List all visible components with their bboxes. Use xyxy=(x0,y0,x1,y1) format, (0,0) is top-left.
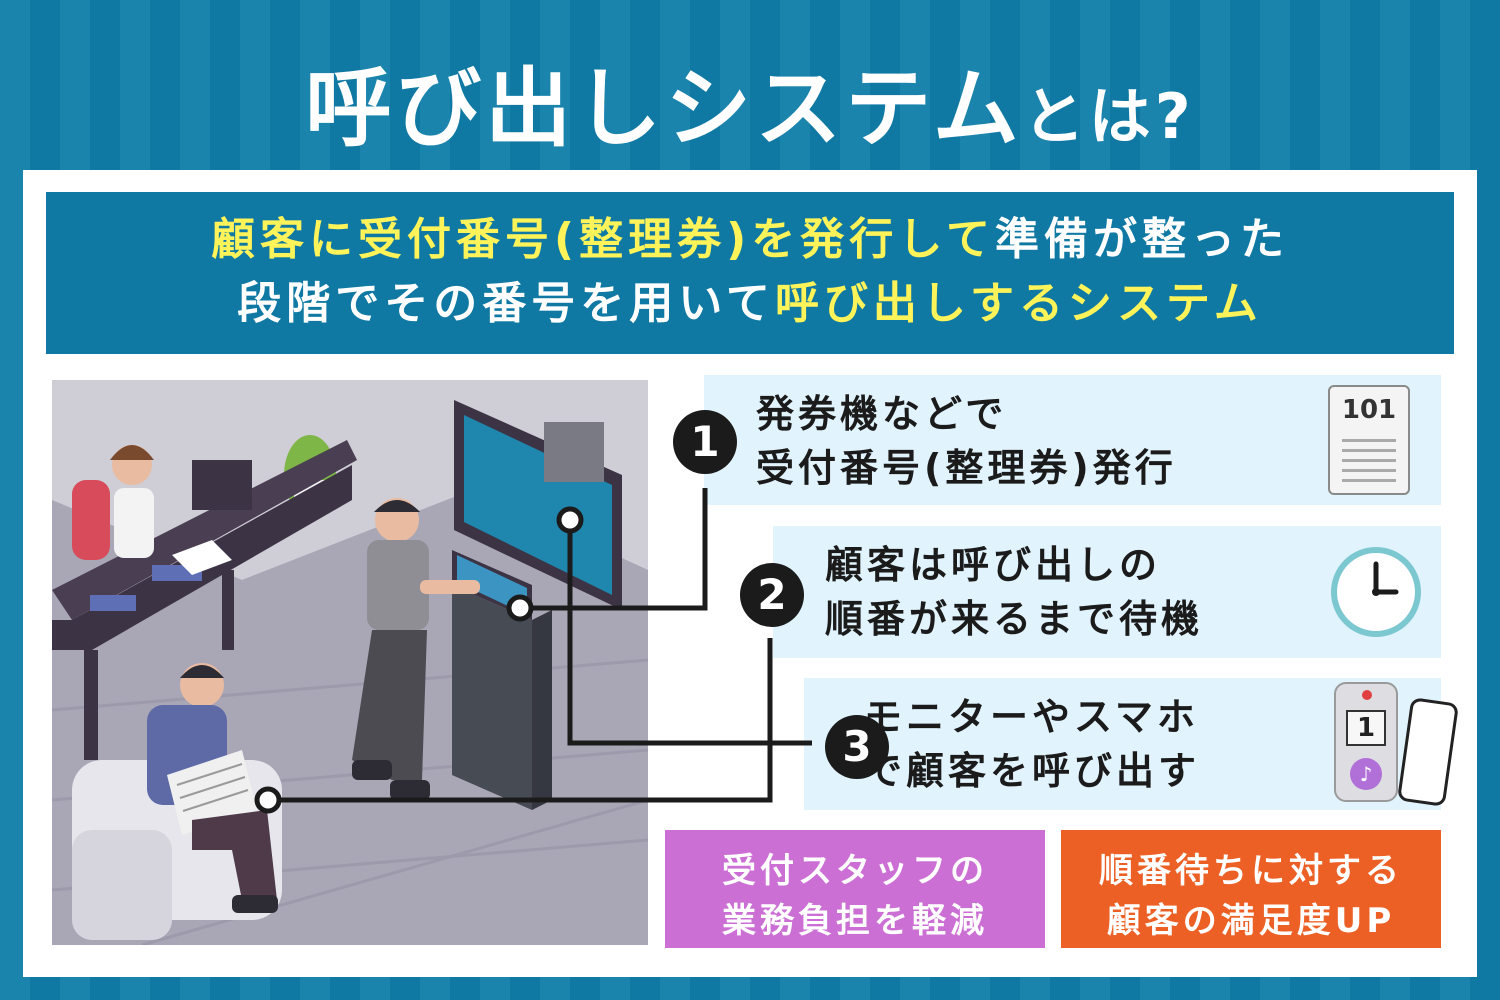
step-2-number: 2 xyxy=(740,563,804,627)
step-1-line-1: 発券機などで xyxy=(756,392,1008,436)
benefit-1-line-1: 受付スタッフの xyxy=(722,851,988,891)
banner-highlight-1: 顧客に受付番号(整理券)を発行して xyxy=(211,214,995,265)
title-main: 呼び出しシステム xyxy=(305,59,1023,159)
step-2-line-2: 順番が来るまで待機 xyxy=(825,597,1204,641)
content-panel: 顧客に受付番号(整理券)を発行して準備が整った 段階でその番号を用いて呼び出しす… xyxy=(23,170,1477,977)
title-suffix: とは? xyxy=(1022,80,1195,153)
banner-line-2: 段階でその番号を用いて呼び出しするシステム xyxy=(46,272,1454,336)
step-2: 顧客は呼び出しの 順番が来るまで待機 xyxy=(773,526,1441,658)
step-2-line-1: 顧客は呼び出しの xyxy=(825,543,1162,587)
banner-text-1: 準備が整った xyxy=(994,214,1289,265)
ticket-number: 101 xyxy=(1341,395,1397,425)
step-3-number: 3 xyxy=(825,715,889,779)
banner-highlight-2: 呼び出しするシステム xyxy=(774,278,1263,329)
step-3-line-2: で顧客を呼び出す xyxy=(864,749,1201,793)
reception-illustration xyxy=(52,380,648,945)
pager-icon: 1 ♪ xyxy=(1334,682,1398,802)
banner-text-2: 段階でその番号を用いて xyxy=(237,278,775,329)
definition-banner: 顧客に受付番号(整理券)を発行して準備が整った 段階でその番号を用いて呼び出しす… xyxy=(46,192,1454,354)
benefit-2-line-2: 顧客の満足度UP xyxy=(1106,901,1396,941)
step-1-number: 1 xyxy=(673,410,737,474)
banner-line-1: 顧客に受付番号(整理券)を発行して準備が整った xyxy=(46,208,1454,272)
step-1-text: 発券機などで 受付番号(整理券)発行 xyxy=(756,387,1177,495)
page-title: 呼び出しシステムとは? xyxy=(0,38,1500,163)
step-3: モニターやスマホ で顧客を呼び出す 1 ♪ xyxy=(804,678,1460,810)
step-3-line-1: モニターやスマホ xyxy=(864,695,1199,739)
reception-scene-image xyxy=(52,380,648,945)
pager-number: 1 xyxy=(1346,710,1386,746)
benefit-1-line-2: 業務負担を軽減 xyxy=(722,901,988,941)
benefit-customer: 順番待ちに対する 顧客の満足度UP xyxy=(1061,830,1441,948)
step-3-text: モニターやスマホ で顧客を呼び出す xyxy=(864,690,1200,798)
benefit-2-line-1: 順番待ちに対する xyxy=(1099,851,1403,891)
step-1-line-2: 受付番号(整理券)発行 xyxy=(756,446,1177,490)
ticket-icon: 101 xyxy=(1328,385,1410,495)
benefit-staff: 受付スタッフの 業務負担を軽減 xyxy=(665,830,1045,948)
music-note-icon: ♪ xyxy=(1350,758,1382,790)
step-1: 発券機などで 受付番号(整理券)発行 101 xyxy=(704,375,1441,505)
smartphone-icon xyxy=(1396,697,1460,807)
clock-icon xyxy=(1331,547,1421,637)
step-2-text: 顧客は呼び出しの 順番が来るまで待機 xyxy=(825,538,1203,646)
